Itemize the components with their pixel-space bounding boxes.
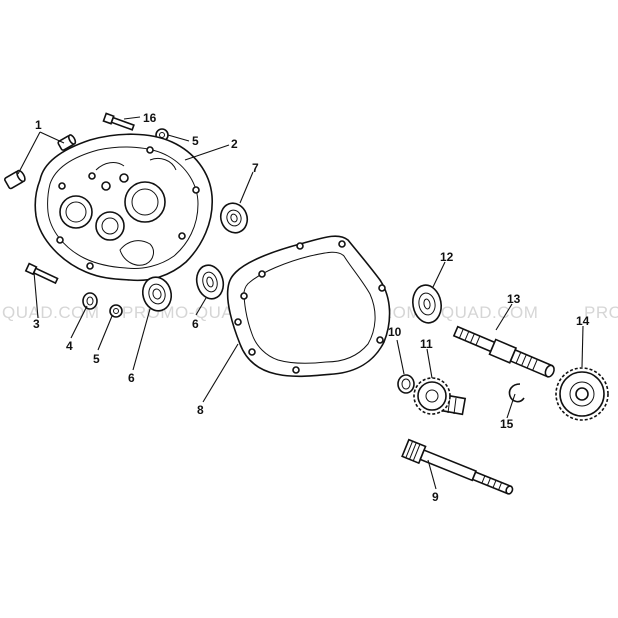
part-bearing-7: [219, 202, 249, 234]
part-washer-4: [82, 292, 98, 310]
part-nut-bottom: [109, 304, 123, 318]
callout-label: 7: [252, 161, 259, 175]
callout-label: 10: [388, 325, 402, 339]
part-bearing-6b: [195, 264, 225, 300]
callout-label: 14: [576, 314, 590, 328]
watermark: PRO: [584, 303, 618, 322]
callout-label: 3: [33, 317, 40, 331]
callout-label: 2: [231, 137, 238, 151]
part-gear-11: [413, 377, 467, 416]
part-pinion-shaft-9: [401, 438, 514, 495]
callout-label: 15: [500, 417, 514, 431]
watermark: QUAD.COM: [2, 303, 100, 322]
callout-labels: 1 16 5 2 7 3 4 5 6 6 8 12 13 14 10 11 15…: [33, 111, 590, 504]
part-circlip-15: [508, 383, 525, 403]
part-bolt-top: [102, 112, 135, 131]
callout-label: 9: [432, 490, 439, 504]
part-bearing-12: [412, 284, 442, 324]
callout-label: 11: [420, 337, 433, 351]
callout-label: 6: [128, 371, 135, 385]
part-bolt-bottom: [24, 262, 59, 285]
callout-label: 13: [507, 292, 521, 306]
part-large-gear-14: [555, 367, 609, 421]
part-splined-shaft-13: [452, 325, 555, 378]
part-dowel-sleeves: [4, 134, 77, 190]
callout-label: 5: [93, 352, 100, 366]
part-ring-10: [397, 374, 415, 394]
callout-label: 4: [66, 339, 73, 353]
part-bearing-6a: [141, 276, 173, 312]
watermark: PROMO-QUAD.COM: [368, 303, 538, 322]
callout-label: 1: [35, 118, 42, 132]
part-gasket: [226, 235, 391, 378]
leader-lines: [17, 116, 584, 490]
callout-label: 6: [192, 317, 199, 331]
callout-label: 8: [197, 403, 204, 417]
part-transmission-cover: [34, 133, 213, 282]
callout-label: 5: [192, 134, 199, 148]
callout-label: 16: [143, 111, 157, 125]
callout-label: 12: [440, 250, 454, 264]
